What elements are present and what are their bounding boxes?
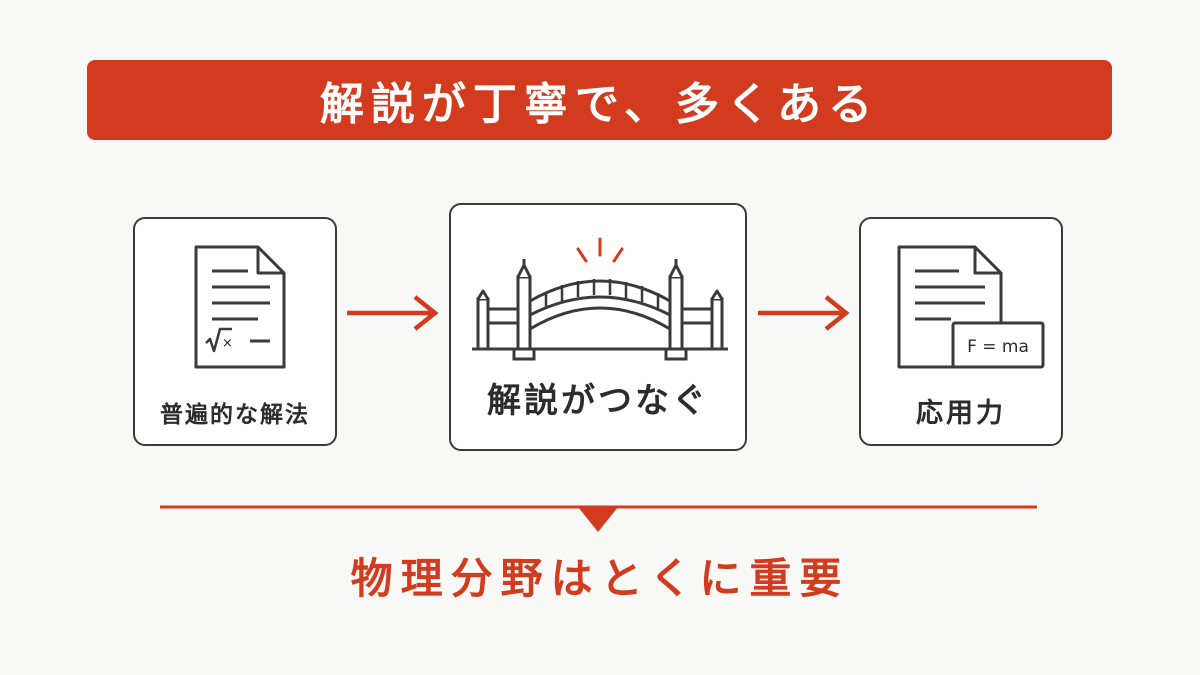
formula-text: F = ma	[967, 337, 1029, 357]
physics-document-icon: F = ma	[897, 245, 1045, 369]
step-label-applied-skill: 応用力	[916, 398, 1006, 429]
svg-text:×: ×	[222, 336, 233, 351]
step-label-universal-method: 普遍的な解法	[160, 402, 310, 428]
math-document-icon: ×	[194, 245, 286, 369]
step-card-universal-method: × 普遍的な解法	[133, 217, 337, 446]
step-card-explanation-bridge: 解説がつなぐ	[449, 203, 747, 451]
banner-title: 解説が丁寧で、多くある	[319, 79, 880, 130]
chevron-down-icon	[578, 507, 618, 532]
arrow-right-icon	[758, 295, 850, 331]
arrow-right-icon	[347, 295, 439, 331]
title-banner: 解説が丁寧で、多くある	[87, 60, 1112, 140]
step-card-applied-skill: F = ma 応用力	[859, 217, 1063, 446]
bridge-icon	[472, 237, 728, 361]
step-label-explanation-bridge: 解説がつなぐ	[487, 381, 709, 421]
conclusion-text: 物理分野はとくに重要	[350, 554, 850, 603]
